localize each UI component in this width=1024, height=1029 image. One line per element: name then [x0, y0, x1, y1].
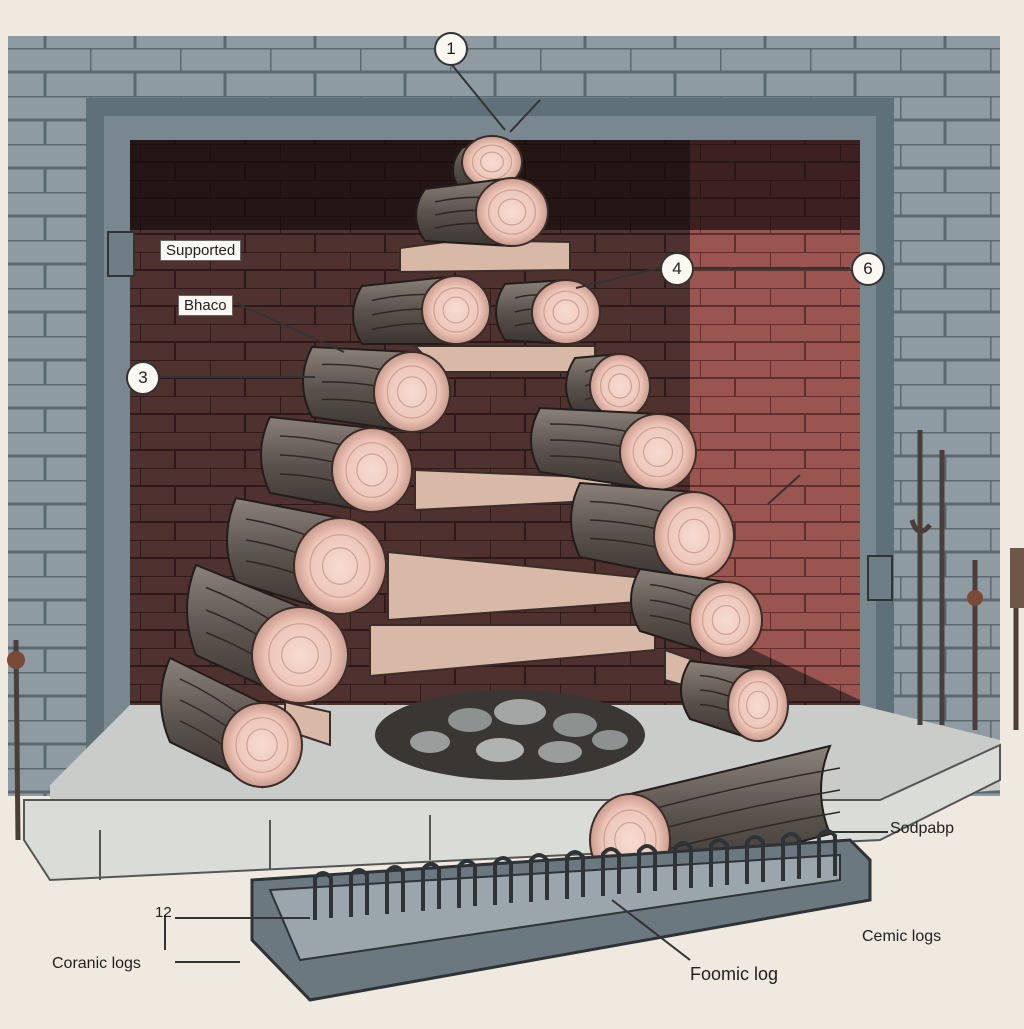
callout-6: 6	[851, 252, 885, 286]
grate-bar	[781, 832, 801, 881]
log	[302, 345, 451, 434]
log	[570, 481, 735, 582]
grate-bar	[709, 838, 729, 887]
grate-bar	[385, 865, 405, 914]
log	[630, 567, 763, 660]
grate-bar	[313, 871, 333, 920]
log	[680, 659, 789, 743]
grate-bar	[349, 868, 369, 917]
grate-bar	[601, 847, 621, 896]
log	[565, 352, 651, 420]
callout-3: 3	[126, 361, 160, 395]
log	[495, 278, 601, 346]
label-foam-log: Foomic log	[690, 964, 779, 984]
lit-side-wall	[690, 140, 860, 700]
callout-1: 1	[434, 32, 468, 66]
label-small-number: 12	[155, 904, 172, 921]
label-sodpabp: Sodpabp	[890, 820, 955, 837]
log	[452, 134, 523, 194]
label-ceramic-logs-right: Cemic logs	[862, 928, 942, 945]
log	[415, 176, 549, 248]
label-ceramic-logs-left: Coranic logs	[52, 955, 141, 972]
front-grate	[250, 838, 872, 1002]
label-bhaco: Bhaco	[178, 295, 233, 316]
log	[160, 656, 303, 789]
stacked-logs	[160, 134, 841, 888]
wood-planks	[284, 238, 729, 747]
coal-bed	[375, 690, 645, 780]
log	[226, 496, 387, 616]
grate-bar	[673, 841, 693, 890]
grate-bar	[421, 862, 441, 911]
log	[352, 274, 491, 345]
grate-bar	[493, 856, 513, 905]
grate-bar	[637, 844, 657, 893]
log	[186, 563, 349, 705]
grate-bar	[565, 850, 585, 899]
callout-4: 4	[660, 252, 694, 286]
grate-bar	[457, 859, 477, 908]
grate-bar	[529, 853, 549, 902]
leader-lines	[160, 64, 888, 963]
log	[260, 415, 413, 514]
log	[530, 406, 697, 492]
grate-bar	[745, 835, 765, 884]
fire-tools	[13, 430, 1019, 841]
label-supported: Supported	[160, 240, 242, 261]
